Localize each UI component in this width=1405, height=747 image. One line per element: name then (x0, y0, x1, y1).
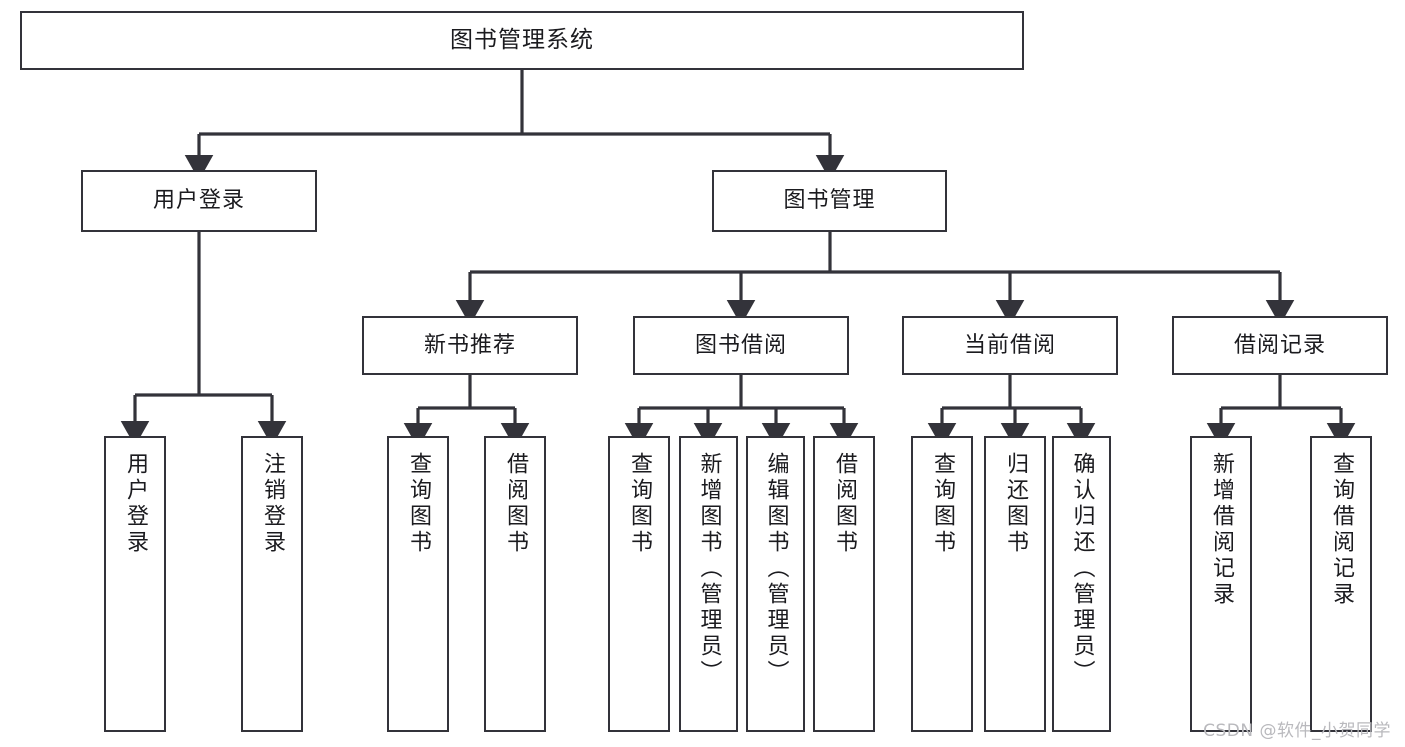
node-leaf-query-book-recommend-label: 查询图书 (405, 452, 431, 556)
node-user-login[interactable]: 用户登录 (81, 170, 317, 232)
node-leaf-return-book-label: 归还图书 (1002, 452, 1028, 556)
node-leaf-borrow-book[interactable]: 借阅图书 (813, 436, 875, 732)
node-leaf-return-book[interactable]: 归还图书 (984, 436, 1046, 732)
node-leaf-query-book-current-label: 查询图书 (929, 452, 955, 556)
node-new-book-recommend[interactable]: 新书推荐 (362, 316, 578, 375)
node-leaf-confirm-return[interactable]: 确认归还（管理员） (1052, 436, 1111, 732)
node-leaf-add-book[interactable]: 新增图书（管理员） (679, 436, 738, 732)
node-leaf-add-borrow-record-label: 新增借阅记录 (1208, 452, 1234, 608)
node-borrow-record[interactable]: 借阅记录 (1172, 316, 1388, 375)
node-leaf-query-book-recommend[interactable]: 查询图书 (387, 436, 449, 732)
node-leaf-user-login[interactable]: 用户登录 (104, 436, 166, 732)
csdn-watermark: CSDN @软件_小贺同学 (1203, 721, 1391, 741)
node-current-borrow[interactable]: 当前借阅 (902, 316, 1118, 375)
node-leaf-borrow-book-recommend-label: 借阅图书 (502, 452, 528, 556)
node-leaf-confirm-return-label: 确认归还（管理员） (1069, 452, 1095, 686)
node-new-book-recommend-label: 新书推荐 (423, 332, 516, 358)
node-leaf-query-book-current[interactable]: 查询图书 (911, 436, 973, 732)
node-root[interactable]: 图书管理系统 (20, 11, 1024, 70)
node-leaf-borrow-book-recommend[interactable]: 借阅图书 (484, 436, 546, 732)
node-book-management[interactable]: 图书管理 (712, 170, 947, 232)
node-current-borrow-label: 当前借阅 (963, 332, 1056, 358)
node-leaf-user-logout-label: 注销登录 (259, 452, 285, 556)
node-leaf-edit-book[interactable]: 编辑图书（管理员） (746, 436, 805, 732)
node-user-login-label: 用户登录 (152, 188, 245, 214)
node-leaf-query-borrow-record[interactable]: 查询借阅记录 (1310, 436, 1372, 732)
node-leaf-edit-book-label: 编辑图书（管理员） (763, 452, 789, 686)
node-leaf-add-book-label: 新增图书（管理员） (696, 452, 722, 686)
node-leaf-add-borrow-record[interactable]: 新增借阅记录 (1190, 436, 1252, 732)
node-leaf-query-book-borrow[interactable]: 查询图书 (608, 436, 670, 732)
node-leaf-user-login-label: 用户登录 (122, 452, 148, 556)
node-book-borrow-label: 图书借阅 (694, 332, 787, 358)
node-borrow-record-label: 借阅记录 (1233, 332, 1326, 358)
node-leaf-borrow-book-label: 借阅图书 (831, 452, 857, 556)
node-leaf-query-book-borrow-label: 查询图书 (626, 452, 652, 556)
node-leaf-query-borrow-record-label: 查询借阅记录 (1328, 452, 1354, 608)
node-root-label: 图书管理系统 (450, 26, 594, 53)
node-book-management-label: 图书管理 (783, 188, 876, 214)
node-book-borrow[interactable]: 图书借阅 (633, 316, 849, 375)
node-leaf-user-logout[interactable]: 注销登录 (241, 436, 303, 732)
